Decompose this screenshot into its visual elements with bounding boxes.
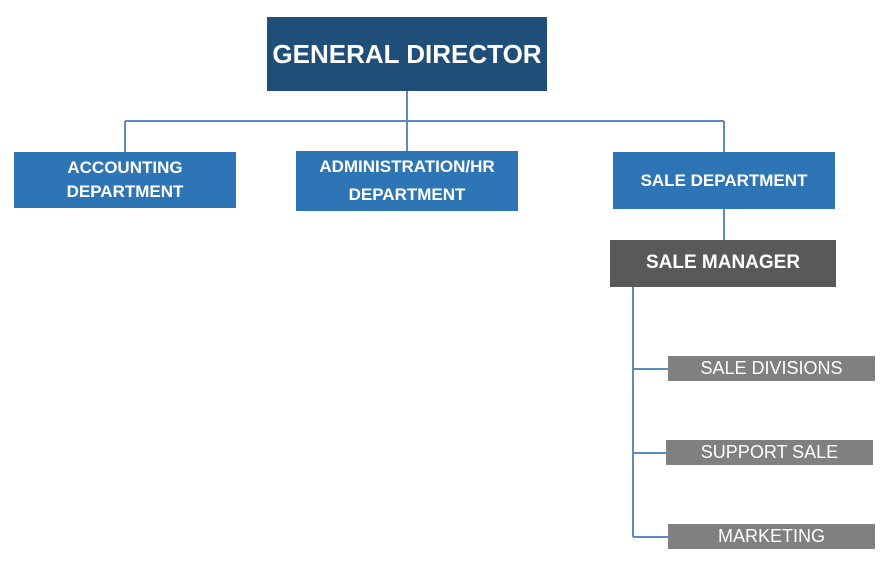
support-sale-box: SUPPORT SALE xyxy=(666,440,873,465)
sale-divisions-box: SALE DIVISIONS xyxy=(668,356,875,381)
sale-manager-box: SALE MANAGER xyxy=(610,240,836,287)
general-director-box: GENERAL DIRECTOR xyxy=(267,17,547,91)
sale-department-label: SALE DEPARTMENT xyxy=(640,170,808,190)
marketing-label: MARKETING xyxy=(717,525,825,546)
administration-hr-department-box: ADMINISTRATION/HR DEPARTMENT xyxy=(296,151,518,211)
sale-manager-label: SALE MANAGER xyxy=(645,252,801,274)
admin-label-line2: DEPARTMENT xyxy=(348,185,466,204)
general-director-label: GENERAL DIRECTOR xyxy=(272,38,542,69)
accounting-label-line2: DEPARTMENT xyxy=(66,182,184,201)
marketing-box: MARKETING xyxy=(668,524,875,549)
admin-label-line1: ADMINISTRATION/HR xyxy=(319,156,495,176)
support-sale-label: SUPPORT SALE xyxy=(700,441,839,462)
sale-department-box: SALE DEPARTMENT xyxy=(613,152,835,209)
accounting-label-line1: ACCOUNTING xyxy=(67,158,183,178)
sale-divisions-label: SALE DIVISIONS xyxy=(700,357,843,378)
accounting-department-box: ACCOUNTING DEPARTMENT xyxy=(14,152,236,208)
